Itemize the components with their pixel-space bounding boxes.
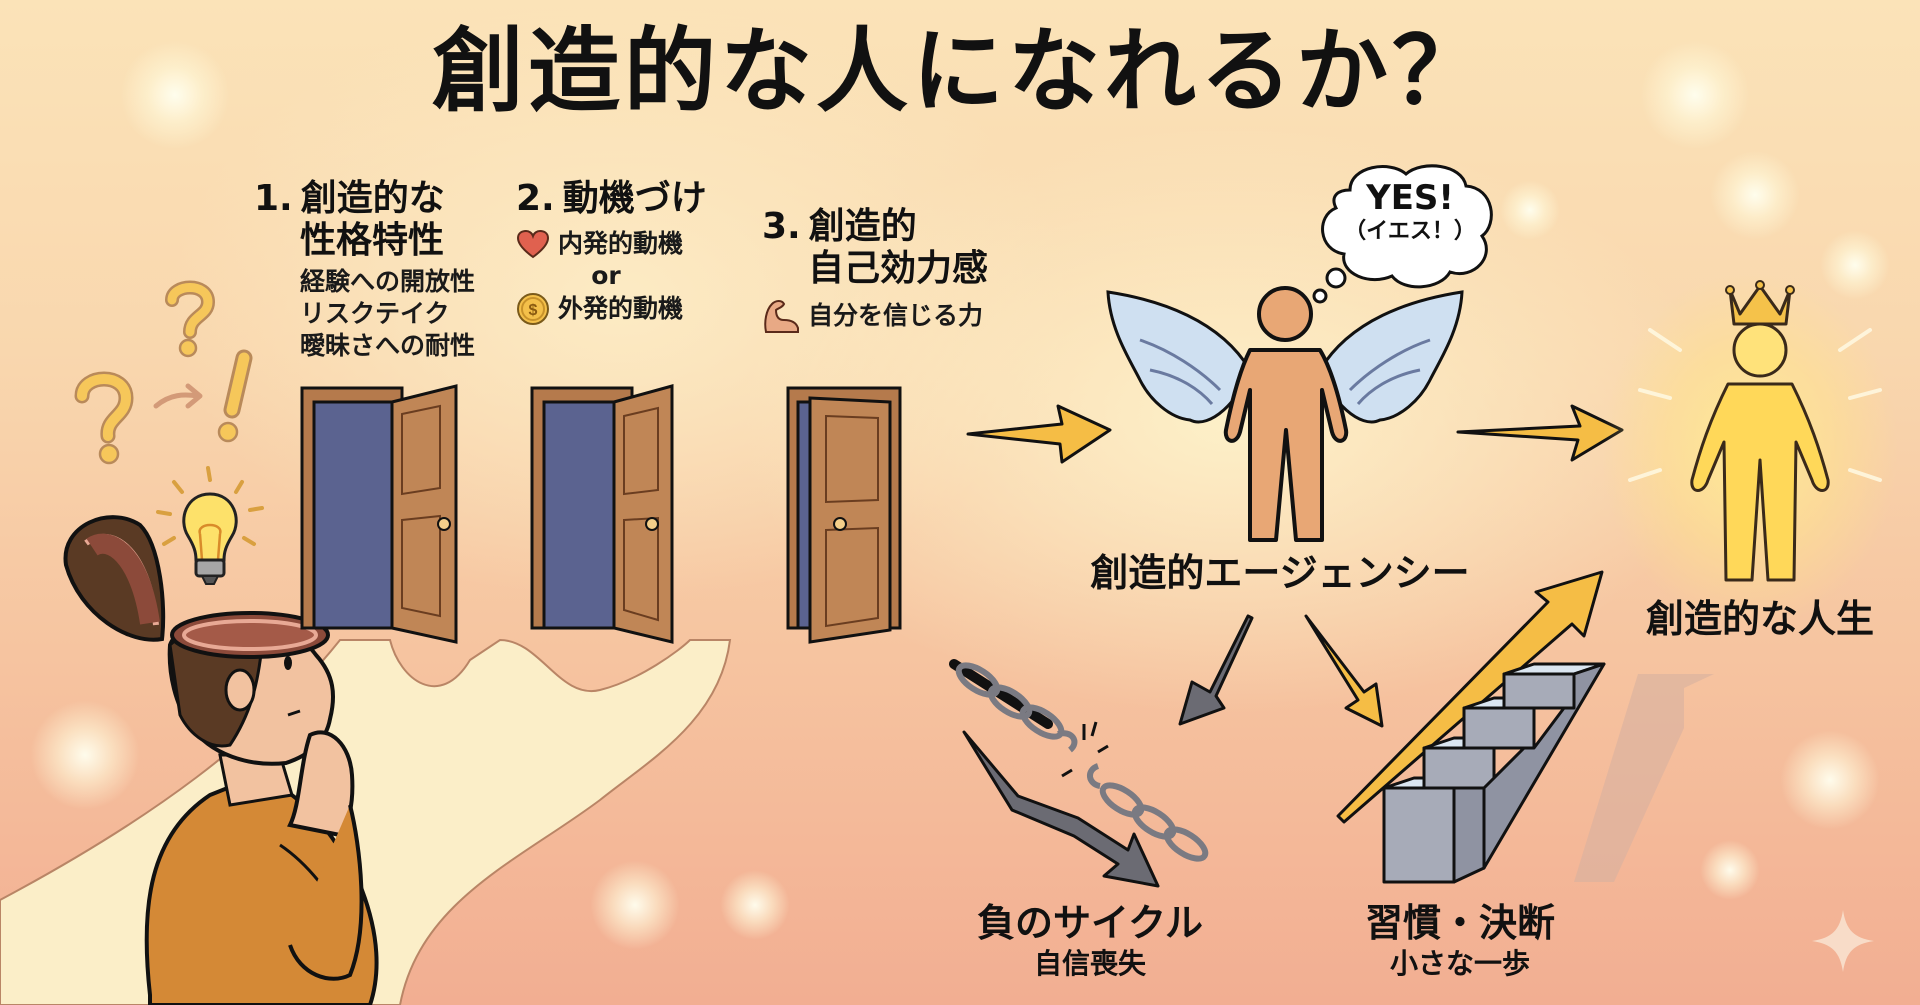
habits-decisions-title: 習慣・決断	[1364, 901, 1555, 945]
question-mark-icon	[74, 371, 134, 465]
trait-openness: 経験への開放性	[300, 267, 476, 296]
step-3-title-line2: 自己効力感	[808, 248, 989, 289]
arrow-to-agency	[966, 404, 1112, 464]
door-3-ajar	[786, 386, 902, 644]
extrinsic-motivation-label: 外発的動機	[558, 294, 684, 323]
thinking-person-illustration	[63, 515, 379, 1005]
arrow-to-outcome	[1456, 404, 1624, 462]
step-3-number: 3.	[762, 206, 801, 247]
stairs-icon	[1382, 662, 1714, 884]
intrinsic-motivation-label: 内発的動機	[558, 229, 684, 258]
step-2: 2. 動機づけ 内発的動機 or $ 外発的動機	[516, 178, 707, 326]
step-1-title-line1: 創造的な	[300, 178, 445, 219]
flexed-arm-icon	[764, 300, 799, 333]
step-1-number: 1.	[254, 178, 293, 219]
arrow-down-negative	[1178, 614, 1254, 726]
negative-cycle-title: 負のサイクル	[976, 901, 1204, 945]
step-2-number: 2.	[516, 178, 555, 219]
heart-icon	[516, 229, 550, 259]
or-connector: or	[591, 261, 621, 290]
arrow-down-trend	[962, 730, 1160, 888]
winged-figure-illustration	[1106, 286, 1464, 542]
step-2-title: 動機づけ	[562, 178, 707, 219]
step-1-title-line2: 性格特性	[300, 220, 445, 261]
step-3-title-line1: 創造的	[808, 206, 917, 247]
trait-risk-taking: リスクテイク	[300, 299, 450, 328]
arrow-right-icon	[153, 383, 203, 409]
step-3: 3. 創造的 自己効力感 自分を信じる力	[762, 206, 988, 334]
negative-cycle-subtitle: 自信喪失	[1033, 947, 1146, 980]
habits-decisions-subtitle: 小さな一歩	[1389, 947, 1530, 980]
door-1-open	[300, 384, 458, 644]
background-glow	[1780, 730, 1880, 830]
thought-bubble	[1312, 164, 1493, 304]
arrow-down-positive	[1304, 614, 1384, 728]
self-belief-label: 自分を信じる力	[808, 301, 984, 330]
sparkle-icon	[1812, 910, 1874, 972]
yes-katakana-text: （イエス！）	[1344, 219, 1476, 244]
thought-bubble-text: YES! （イエス！）	[1340, 178, 1480, 246]
page-title: 創造的な人になれるか？	[431, 18, 1488, 125]
negative-cycle-block: 負のサイクル 自信喪失	[950, 900, 1230, 982]
habits-decisions-block: 習慣・決断 小さな一歩	[1340, 900, 1580, 982]
step-1: 1. 創造的な 性格特性 経験への開放性 リスクテイク 曖昧さへの耐性	[254, 178, 475, 362]
yes-text: YES!	[1366, 178, 1454, 218]
crowned-figure-illustration	[1628, 280, 1882, 582]
coin-icon: $	[517, 293, 549, 325]
question-mark-icon	[165, 280, 216, 358]
creative-agency-label: 創造的エージェンシー	[1090, 551, 1470, 595]
light-bulb-icon	[156, 466, 264, 585]
background-glow	[1500, 180, 1560, 240]
background-glow	[1710, 150, 1800, 240]
broken-chain-icon	[949, 659, 1209, 862]
trait-ambiguity-tolerance: 曖昧さへの耐性	[300, 331, 476, 360]
door-2-open	[530, 384, 674, 644]
svg-text:$: $	[529, 302, 538, 319]
exclamation-icon	[217, 349, 253, 443]
creative-life-label: 創造的な人生	[1645, 597, 1874, 641]
arrow-up-to-outcome	[1336, 570, 1604, 824]
